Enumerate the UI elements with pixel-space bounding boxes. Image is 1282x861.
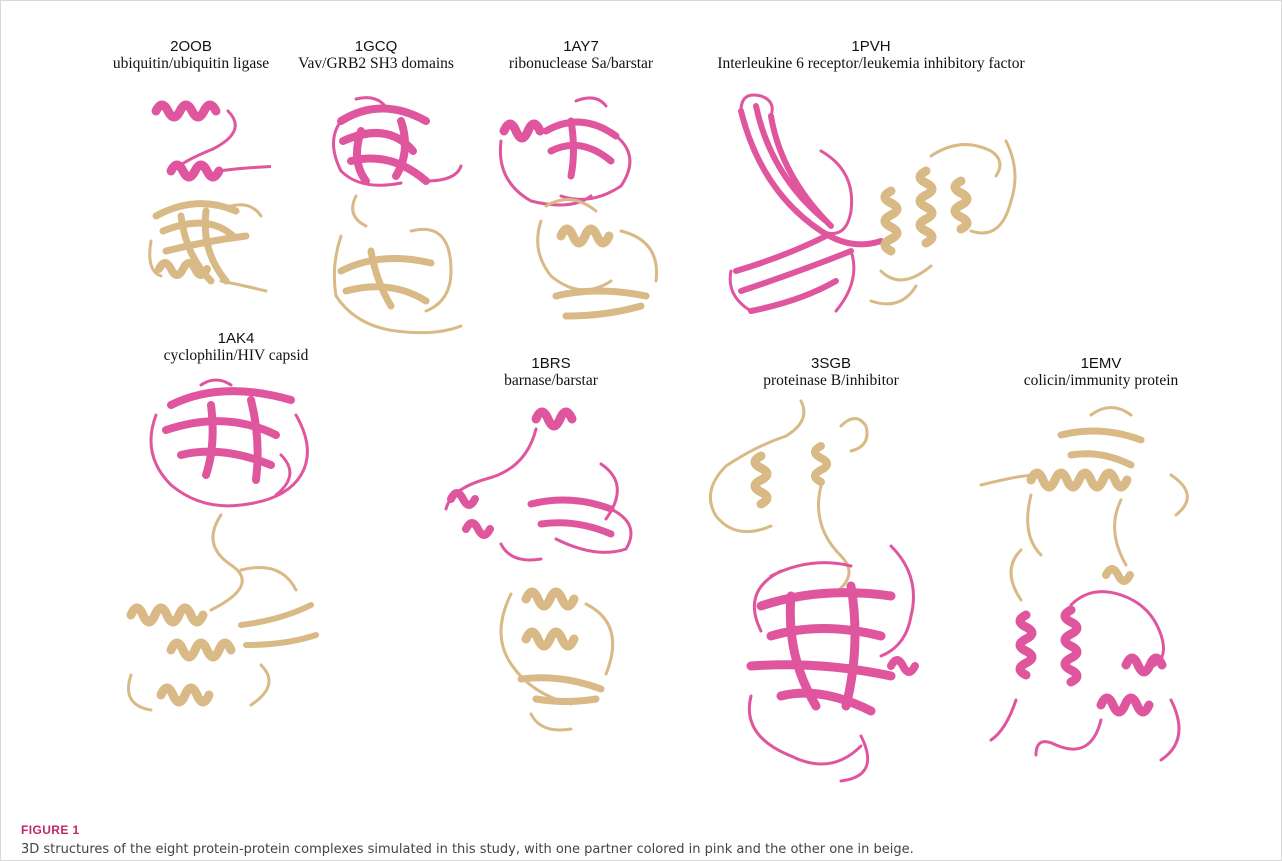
protein-complex-structure bbox=[111, 91, 271, 341]
beige-helix bbox=[1106, 569, 1130, 581]
beige-loop bbox=[538, 200, 657, 290]
beige-helix bbox=[171, 643, 231, 657]
complex-description: colicin/immunity protein bbox=[971, 372, 1231, 389]
beige-helix bbox=[755, 456, 767, 504]
protein-complex-structure bbox=[971, 400, 1231, 780]
pink-helix bbox=[536, 412, 572, 426]
complex-description: ribonuclease Sa/barstar bbox=[486, 55, 676, 72]
pdb-id: 1PVH bbox=[701, 39, 1041, 55]
pink-sheet bbox=[531, 500, 611, 534]
pink-sheet bbox=[166, 391, 291, 480]
panel-1gcq: 1GCQ Vav/GRB2 SH3 domains bbox=[281, 39, 471, 329]
beige-sheet bbox=[521, 678, 601, 702]
complex-description: barnase/barstar bbox=[441, 372, 661, 389]
beige-helix bbox=[526, 592, 574, 606]
pink-sheet bbox=[546, 121, 616, 176]
pdb-id: 1AK4 bbox=[111, 331, 361, 347]
complex-description: Vav/GRB2 SH3 domains bbox=[281, 55, 471, 72]
complex-description: proteinase B/inhibitor bbox=[691, 372, 971, 389]
beige-loop bbox=[501, 594, 613, 730]
beige-helix bbox=[161, 688, 209, 702]
panel-1ay7: 1AY7 ribonuclease Sa/barstar bbox=[486, 39, 676, 329]
panel-1brs: 1BRS barnase/barstar bbox=[441, 356, 661, 746]
pdb-id: 2OOB bbox=[111, 39, 271, 55]
pink-helix bbox=[891, 660, 915, 672]
protein-complex-structure bbox=[441, 404, 661, 739]
pink-sheet bbox=[751, 586, 891, 711]
beige-helix bbox=[1031, 473, 1127, 487]
beige-loop bbox=[981, 408, 1187, 601]
pink-sheet bbox=[736, 106, 881, 311]
beige-helix bbox=[955, 181, 967, 229]
pink-helix bbox=[156, 105, 216, 117]
panel-1ak4: 1AK4 cyclophilin/HIV capsid bbox=[111, 331, 361, 731]
beige-helix bbox=[815, 446, 827, 482]
pink-helix bbox=[1020, 615, 1032, 675]
panel-1pvh: 1PVH Interleukine 6 receptor/leukemia in… bbox=[701, 39, 1041, 329]
pink-loop bbox=[500, 98, 630, 205]
pink-loop bbox=[446, 429, 631, 560]
pink-sheet bbox=[341, 109, 426, 182]
pdb-id: 1GCQ bbox=[281, 39, 471, 55]
pink-loop bbox=[173, 111, 271, 171]
beige-helix bbox=[526, 632, 574, 646]
figure-label: FIGURE 1 bbox=[21, 823, 80, 837]
protein-complex-structure bbox=[486, 91, 676, 341]
panel-1emv: 1EMV colicin/immunity protein bbox=[971, 356, 1231, 776]
protein-complex-structure bbox=[701, 71, 1041, 331]
pink-helix bbox=[1101, 698, 1149, 712]
beige-loop bbox=[710, 401, 867, 596]
beige-helix bbox=[131, 608, 203, 622]
beige-loop bbox=[871, 141, 1015, 304]
panel-3sgb: 3SGB proteinase B/inhibitor bbox=[691, 356, 971, 796]
complex-description: Interleukine 6 receptor/leukemia inhibit… bbox=[701, 55, 1041, 72]
pink-helix bbox=[504, 124, 540, 138]
pdb-id: 1EMV bbox=[971, 356, 1231, 372]
beige-helix bbox=[920, 171, 932, 243]
beige-sheet bbox=[241, 605, 316, 645]
protein-complex-structure bbox=[691, 396, 971, 796]
beige-sheet bbox=[1061, 431, 1141, 465]
panel-2oob: 2OOB ubiquitin/ubiquitin ligase bbox=[111, 39, 271, 329]
complex-description: ubiquitin/ubiquitin ligase bbox=[111, 55, 271, 72]
beige-sheet bbox=[556, 291, 646, 316]
complex-description: cyclophilin/HIV capsid bbox=[111, 347, 361, 364]
pink-helix bbox=[451, 493, 490, 535]
figure-caption: 3D structures of the eight protein-prote… bbox=[21, 842, 1266, 857]
protein-complex-structure bbox=[281, 91, 471, 341]
pdb-id: 3SGB bbox=[691, 356, 971, 372]
pink-helix bbox=[1065, 610, 1077, 682]
beige-sheet bbox=[341, 251, 431, 306]
beige-helix bbox=[885, 191, 897, 251]
pdb-id: 1AY7 bbox=[486, 39, 676, 55]
pdb-id: 1BRS bbox=[441, 356, 661, 372]
protein-complex-structure bbox=[111, 375, 361, 720]
beige-helix bbox=[561, 229, 609, 243]
